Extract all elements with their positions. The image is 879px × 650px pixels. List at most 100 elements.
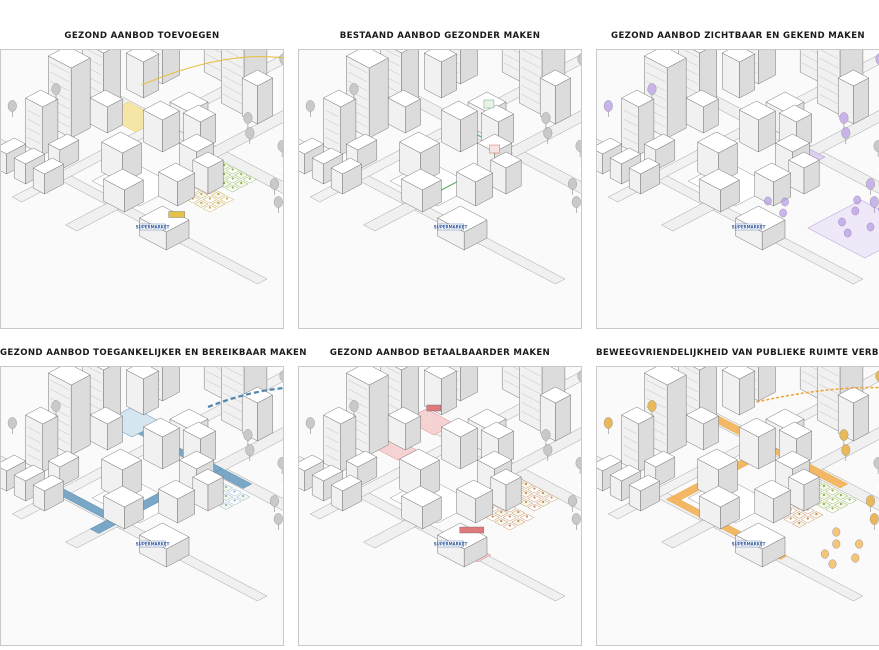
tree-icon xyxy=(647,400,657,412)
building-wall xyxy=(368,57,389,139)
supermarket-label: SUPERMARKET xyxy=(136,225,170,230)
supermarket-label: SUPERMARKET xyxy=(434,542,468,547)
scene-layer: SUPERMARKET xyxy=(597,50,879,285)
crop-dot xyxy=(541,491,545,495)
building-roof xyxy=(32,474,64,492)
building-roof xyxy=(395,50,408,54)
tree-icon xyxy=(571,196,581,208)
building-roof xyxy=(722,367,755,380)
building-roof xyxy=(597,137,622,155)
tree-icon xyxy=(245,127,255,139)
visibility-marker xyxy=(843,228,852,238)
facade-line xyxy=(223,410,243,422)
tree-icon xyxy=(571,513,581,525)
connection-route xyxy=(207,387,283,409)
facade-line xyxy=(50,379,70,391)
facade-line xyxy=(820,50,839,60)
tree-icon xyxy=(270,178,280,190)
building-roof xyxy=(13,147,45,165)
activity-marker xyxy=(828,559,837,569)
building-wall xyxy=(666,57,687,139)
facade-line xyxy=(521,401,541,413)
building-roof xyxy=(48,133,80,151)
scene-layer: SUPERMARKET xyxy=(299,367,581,602)
building-roof xyxy=(401,168,442,191)
tree-icon xyxy=(305,417,315,429)
tree-icon xyxy=(869,196,879,208)
crop-dot xyxy=(517,519,520,523)
market-stall xyxy=(426,404,442,412)
activity-marker xyxy=(855,539,864,549)
isometric-city-scene: SUPERMARKET xyxy=(0,366,284,646)
building-wall xyxy=(323,414,341,473)
facade-line xyxy=(348,62,368,74)
facade-line xyxy=(820,367,839,377)
building-roof xyxy=(699,485,740,508)
tree-icon xyxy=(349,400,359,412)
crop-dot xyxy=(839,502,843,506)
facade-line xyxy=(623,109,637,118)
scene-layer: SUPERMARKET xyxy=(1,50,283,285)
building-wall xyxy=(70,374,91,456)
facade-line xyxy=(646,62,666,74)
tree-icon xyxy=(7,417,17,429)
facade-line xyxy=(521,392,541,404)
crop-dot xyxy=(831,489,834,492)
facade-line xyxy=(683,50,698,58)
building-roof xyxy=(739,417,776,438)
building-roof xyxy=(697,131,738,154)
facade-line xyxy=(819,57,839,69)
building-roof xyxy=(25,89,59,108)
activity-marker xyxy=(832,539,841,549)
building-roof xyxy=(621,89,655,108)
building-wall xyxy=(323,97,341,156)
crop-dot xyxy=(223,172,226,176)
facade-line xyxy=(819,383,839,395)
isometric-city-scene: SUPERMARKET xyxy=(298,49,582,329)
tree-icon xyxy=(873,457,879,469)
crop-dot xyxy=(798,512,801,516)
building-roof xyxy=(346,450,378,468)
building-roof xyxy=(13,464,45,482)
facade-line xyxy=(223,93,243,105)
facade-line xyxy=(348,388,368,400)
supermarket-icon xyxy=(735,540,762,548)
tree-icon xyxy=(349,83,359,95)
building-wall xyxy=(519,367,543,433)
facade-line xyxy=(224,367,243,377)
facade-line xyxy=(623,136,637,145)
tree-icon xyxy=(270,495,280,507)
facade-line xyxy=(623,426,637,435)
crop-dot xyxy=(231,186,234,189)
facade-line xyxy=(348,379,368,391)
crop-dot xyxy=(217,201,220,205)
building-roof xyxy=(735,205,786,233)
building-roof xyxy=(441,100,478,121)
facade-line xyxy=(223,401,243,413)
tree-icon xyxy=(869,513,879,525)
building-roof xyxy=(628,157,660,175)
tree-icon xyxy=(51,83,61,95)
facade-line xyxy=(819,93,839,105)
building-roof xyxy=(628,474,660,492)
activity-marker xyxy=(820,549,829,559)
building-roof xyxy=(97,367,110,371)
tree-icon xyxy=(575,457,581,469)
building-roof xyxy=(775,133,810,153)
tree-icon xyxy=(568,495,578,507)
building-roof xyxy=(299,137,324,155)
panel-title: BESTAAND AANBOD GEZONDER MAKEN xyxy=(339,31,541,41)
tree-icon xyxy=(577,370,581,382)
building-roof xyxy=(346,50,389,69)
crop-dot xyxy=(208,197,211,200)
facade-line xyxy=(646,388,666,400)
crop-dot xyxy=(806,517,809,520)
supermarket-icon xyxy=(437,540,464,548)
facade-line xyxy=(325,109,339,118)
facade-line xyxy=(325,426,339,435)
building-roof xyxy=(609,147,641,165)
facade-line xyxy=(521,84,541,96)
building-wall xyxy=(25,97,43,156)
building-wall xyxy=(368,374,389,456)
facade-line xyxy=(819,75,839,87)
